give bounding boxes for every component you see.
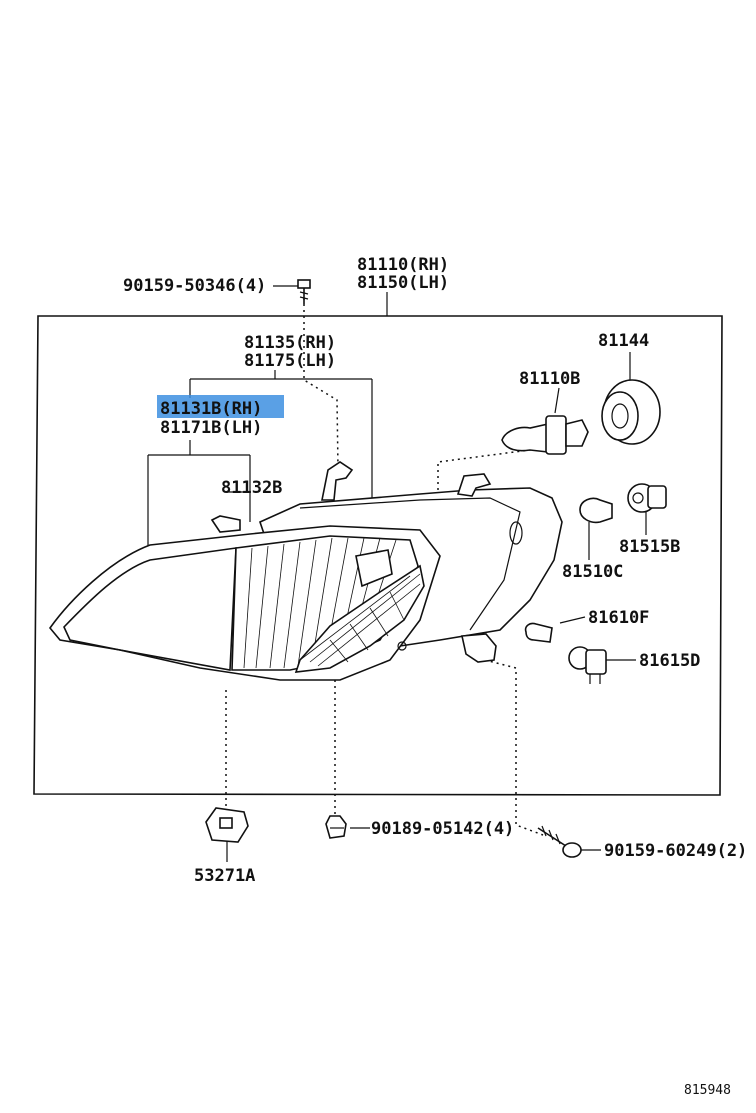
clip-nut-icon xyxy=(325,815,347,839)
part-label-81510c[interactable]: 81510C xyxy=(562,562,623,582)
retainer-clip-icon xyxy=(205,807,249,843)
part-label-81135-rh[interactable]: 81135(RH) xyxy=(244,333,336,353)
part-label-81150-lh[interactable]: 81150(LH) xyxy=(357,273,449,293)
part-label-90189-05142[interactable]: 90189-05142(4) xyxy=(371,819,514,839)
part-highlight xyxy=(157,395,284,418)
leader-lines xyxy=(147,285,647,862)
diagram-reference-code: 815948 xyxy=(684,1083,731,1098)
headlight-bulb-icon xyxy=(501,415,589,455)
part-label-81515b[interactable]: 81515B xyxy=(619,537,680,557)
side-marker-bulb-icon xyxy=(524,622,553,643)
part-label-53271a[interactable]: 53271A xyxy=(194,866,255,886)
part-label-81175-lh[interactable]: 81175(LH) xyxy=(244,351,336,371)
part-label-90159-50346[interactable]: 90159-50346(4) xyxy=(123,276,266,296)
part-label-81110-rh[interactable]: 81110(RH) xyxy=(357,255,449,275)
assembly-frame xyxy=(33,315,723,796)
part-label-90159-60249[interactable]: 90159-60249(2) xyxy=(604,841,747,861)
headlamp-assembly xyxy=(48,461,563,681)
part-label-81171b-lh[interactable]: 81171B(LH) xyxy=(160,418,262,438)
side-marker-socket-icon xyxy=(568,646,607,684)
part-label-81144[interactable]: 81144 xyxy=(598,331,649,351)
dotted-assembly-paths xyxy=(225,298,546,836)
screw-top-icon xyxy=(297,279,311,304)
part-label-81615d[interactable]: 81615D xyxy=(639,651,700,671)
part-label-81132b[interactable]: 81132B xyxy=(221,478,282,498)
part-label-81110b[interactable]: 81110B xyxy=(519,369,580,389)
turn-signal-bulb-icon xyxy=(579,497,613,524)
turn-signal-socket-icon xyxy=(627,483,667,513)
part-label-81610f[interactable]: 81610F xyxy=(588,608,649,628)
part-label-81131b-rh[interactable]: 81131B(RH) xyxy=(160,399,262,419)
socket-cap-icon xyxy=(601,379,661,445)
screw-bottom-icon xyxy=(537,825,582,858)
